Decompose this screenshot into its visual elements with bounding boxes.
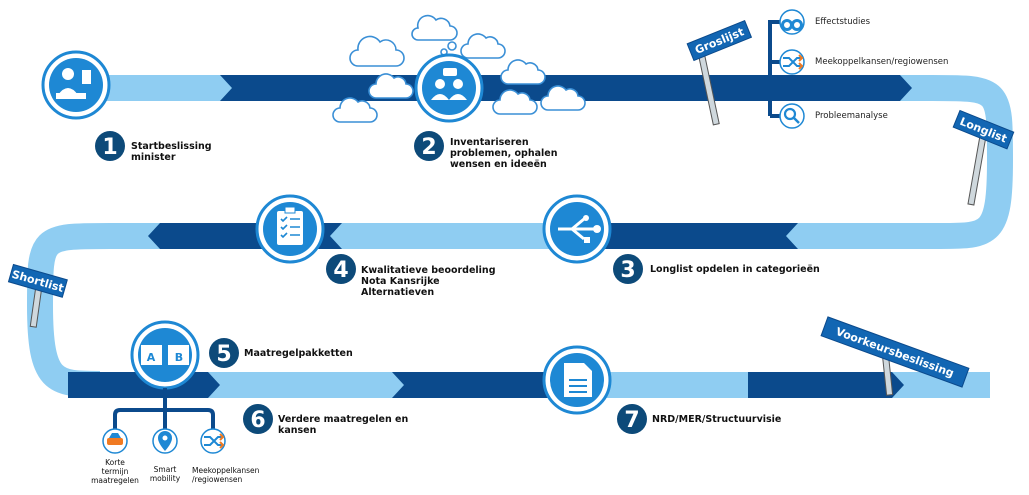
step-7-label: NRD/MER/Structuurvisie <box>652 414 782 425</box>
sign-shortlist: Shortlist <box>7 263 68 328</box>
step7-icon <box>542 345 612 415</box>
step-6-number: 6 <box>250 408 265 433</box>
step2-icon <box>414 53 484 123</box>
step-1-label: Startbeslissing minister <box>131 141 212 163</box>
branch-bottom-korte-termijn: Korte termijn maatregelen <box>91 458 139 485</box>
ab-letter-b: B <box>175 351 183 364</box>
step-7-number: 7 <box>624 408 639 433</box>
branch-top-effectstudies: Effectstudies <box>815 17 871 27</box>
branch-top-lines <box>768 20 780 118</box>
clouds <box>332 14 586 123</box>
magnifier-icon <box>779 103 805 129</box>
binoculars-icon <box>779 9 805 35</box>
step4-icon <box>255 194 325 264</box>
ab-letter-a: A <box>147 351 156 364</box>
step-4-label: Kwalitatieve beoordeling Nota Kansrijke … <box>361 265 496 298</box>
car-icon <box>102 428 128 454</box>
branch-top-probleemanalyse: Probleemanalyse <box>815 111 888 121</box>
branch-top-meekoppelkansen: Meekoppelkansen/regiowensen <box>815 57 949 67</box>
step-numbers <box>95 131 647 434</box>
step-3-number: 3 <box>620 258 635 283</box>
step1-icon <box>41 50 111 120</box>
step-1-number: 1 <box>102 135 117 160</box>
sign-voorkeursbeslissing-label: Voorkeursbeslissing <box>834 325 956 380</box>
step-5-label: Maatregelpakketten <box>244 348 353 359</box>
branch-bottom-smart-mobility: Smart mobility <box>149 465 181 483</box>
branch-bottom-meekoppelkansen: Meekoppelkansen /regiowensen <box>192 466 260 484</box>
location-pin-icon <box>152 428 178 454</box>
sign-groslijst: Groslijst <box>686 19 753 126</box>
step-5-number: 5 <box>216 342 231 367</box>
step-4-number: 4 <box>333 258 348 283</box>
step-2-number: 2 <box>421 135 436 160</box>
shuffle-icon-top <box>779 49 805 75</box>
step-3-label: Longlist opdelen in categorieën <box>650 264 820 275</box>
step3-icon <box>542 194 612 264</box>
branch-bottom-lines <box>113 388 215 430</box>
shuffle-icon-bottom <box>200 428 226 454</box>
step5-icon: A B <box>130 320 200 390</box>
step-6-label: Verdere maatregelen en kansen <box>278 414 409 436</box>
step-2-label: Inventariseren problemen, ophalen wensen… <box>450 137 558 170</box>
